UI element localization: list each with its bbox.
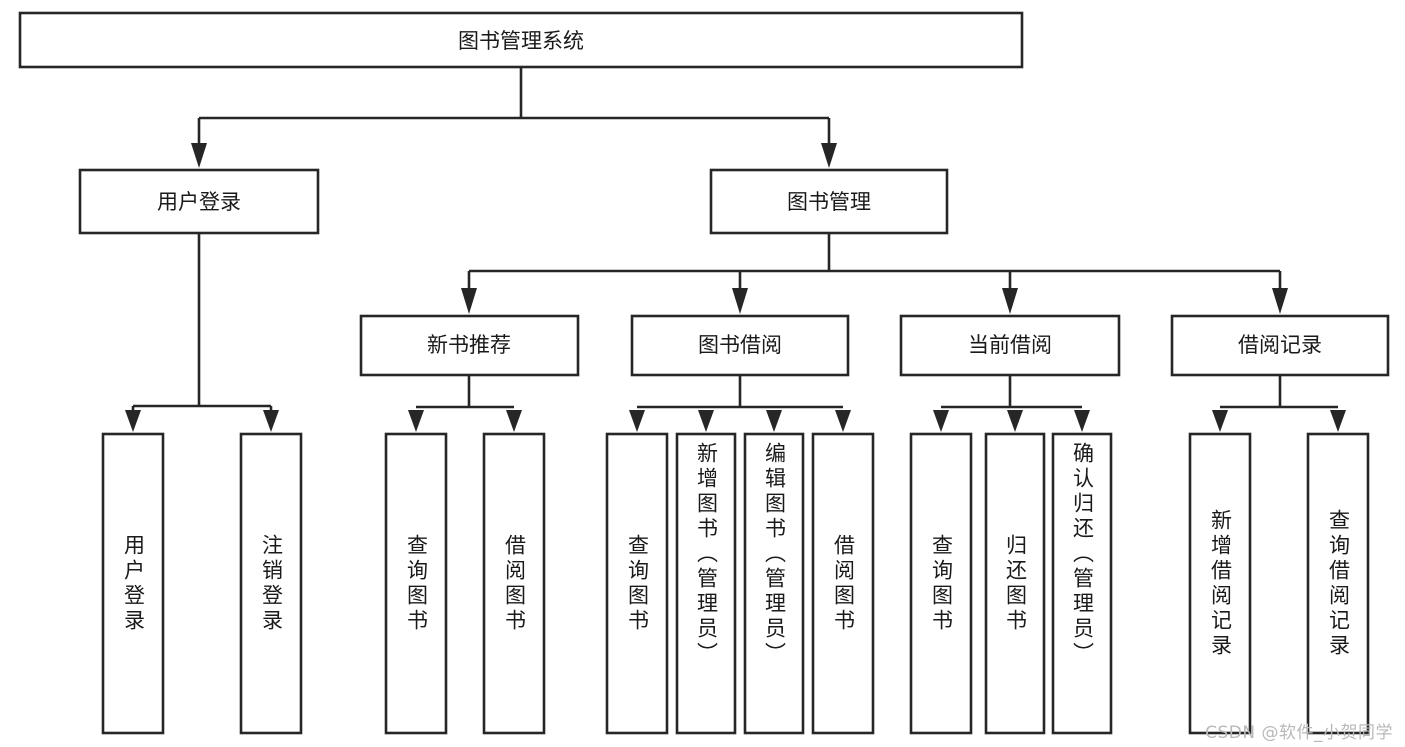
- arrow-head-leaf-query-book-rec: [408, 410, 424, 432]
- node-labels-horizontal: 图书管理系统 用户登录 图书管理 新书推荐 图书借阅 当前借阅 借阅记录: [157, 29, 1322, 357]
- arrow-head-user-login: [191, 143, 207, 168]
- connector-group-book-admin: [461, 233, 1288, 314]
- arrow-head-book-borrow: [732, 288, 748, 314]
- connector-group-book-borrow: [629, 375, 851, 432]
- node-box-user-login[interactable]: [78, 168, 320, 235]
- node-box-leaf-user-login[interactable]: [101, 432, 165, 735]
- node-box-leaf-edit-book[interactable]: [743, 432, 805, 735]
- arrow-head-current-borrow: [1002, 288, 1018, 314]
- arrow-head-borrow-record: [1272, 288, 1288, 314]
- arrow-head-leaf-query-book-current: [933, 410, 949, 432]
- node-box-new-book-rec[interactable]: [359, 314, 580, 377]
- arrow-head-leaf-confirm-return: [1074, 410, 1090, 432]
- node-box-current-borrow[interactable]: [899, 314, 1121, 377]
- connector-group-root: [191, 67, 837, 168]
- node-label-new-book-rec: 新书推荐: [427, 333, 511, 357]
- node-label-borrow-record: 借阅记录: [1238, 333, 1322, 357]
- arrow-head-leaf-add-record: [1212, 410, 1228, 432]
- arrow-head-leaf-edit-book: [766, 410, 782, 432]
- connector-group-user-login: [125, 233, 279, 432]
- node-box-leaf-borrow-book-rec[interactable]: [482, 432, 546, 735]
- node-box-leaf-query-book-borrow[interactable]: [605, 432, 669, 735]
- node-box-leaf-query-book-rec[interactable]: [384, 432, 448, 735]
- connector-group-new-book-rec: [408, 375, 522, 432]
- connector-group-borrow-record: [1212, 375, 1346, 432]
- node-box-borrow-record[interactable]: [1170, 314, 1390, 377]
- arrow-head-leaf-borrow-book: [835, 410, 851, 432]
- node-box-leaf-logout[interactable]: [239, 432, 303, 735]
- node-label-book-borrow: 图书借阅: [698, 333, 782, 357]
- node-box-leaf-query-record[interactable]: [1306, 432, 1370, 735]
- node-box-book-admin[interactable]: [709, 168, 949, 235]
- node-box-leaf-add-record[interactable]: [1188, 432, 1252, 735]
- node-box-leaf-return-book[interactable]: [984, 432, 1046, 735]
- csdn-watermark: CSDN @软件_小贺同学: [1205, 723, 1393, 743]
- arrow-head-leaf-query-record: [1330, 410, 1346, 432]
- node-label-current-borrow: 当前借阅: [968, 333, 1052, 357]
- node-box-root[interactable]: [18, 11, 1024, 69]
- arrow-head-leaf-add-book: [698, 410, 714, 432]
- arrow-head-leaf-query-book-borrow: [629, 410, 645, 432]
- arrow-head-leaf-logout: [263, 410, 279, 432]
- arrow-head-book-admin: [821, 143, 837, 168]
- node-label-user-login: 用户登录: [157, 190, 241, 214]
- node-box-book-borrow[interactable]: [630, 314, 850, 377]
- arrow-head-new-book-rec: [461, 288, 477, 314]
- arrow-head-leaf-user-login: [125, 410, 141, 432]
- node-box-leaf-borrow-book[interactable]: [811, 432, 875, 735]
- node-boxes: [18, 11, 1390, 735]
- node-box-leaf-query-book-current[interactable]: [909, 432, 973, 735]
- node-box-leaf-confirm-return[interactable]: [1051, 432, 1113, 735]
- node-label-book-admin: 图书管理: [787, 190, 871, 214]
- node-label-root: 图书管理系统: [458, 29, 584, 53]
- arrow-head-leaf-return-book: [1007, 410, 1023, 432]
- node-box-leaf-add-book[interactable]: [675, 432, 737, 735]
- connector-group-current-borrow: [933, 375, 1090, 432]
- arrow-head-leaf-borrow-book-rec: [506, 410, 522, 432]
